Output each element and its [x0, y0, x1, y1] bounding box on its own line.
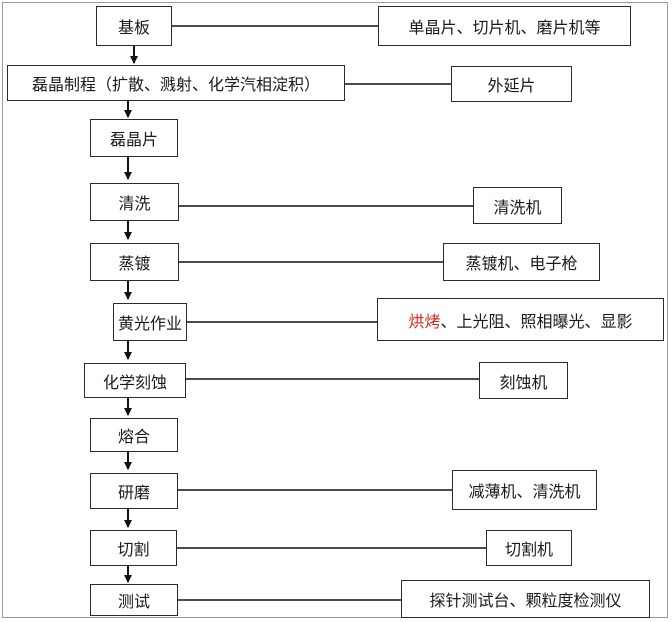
- step-label-8: 熔合: [117, 427, 150, 446]
- step-box-9: 研磨: [90, 473, 178, 509]
- step-label-10: 切割: [117, 540, 150, 559]
- equipment-box-9: 减薄机、清洗机: [452, 470, 597, 510]
- step-box-2: 磊晶制程（扩散、溅射、化学汽相淀积）: [7, 65, 345, 101]
- equipment-box-2: 外延片: [451, 66, 572, 102]
- step-box-7: 化学刻蚀: [84, 363, 186, 398]
- equipment-label-11: 探针测试台、颗粒度检测仪: [429, 591, 622, 610]
- equipment-box-11: 探针测试台、颗粒度检测仪: [401, 580, 650, 618]
- step-box-11: 测试: [90, 584, 178, 616]
- step-label-9: 研磨: [117, 483, 150, 502]
- step-label-4: 清洗: [118, 194, 151, 213]
- equipment-label-5: 蒸镀机、电子枪: [465, 254, 578, 273]
- equipment-box-10: 切割机: [486, 530, 572, 566]
- equipment-box-1: 单晶片、切片机、磨片机等: [378, 6, 631, 46]
- equipment-label-9: 减薄机、清洗机: [468, 482, 581, 501]
- step-box-10: 切割: [90, 530, 177, 566]
- equipment-label-1: 单晶片、切片机、磨片机等: [408, 18, 601, 37]
- equipment-label-4: 清洗机: [493, 197, 542, 217]
- step-box-5: 蒸镀: [90, 243, 179, 281]
- step-label-7: 化学刻蚀: [102, 372, 167, 392]
- equipment-box-4: 清洗机: [473, 187, 562, 224]
- equipment-box-5: 蒸镀机、电子枪: [443, 243, 600, 281]
- step-box-6: 黄光作业: [113, 303, 187, 341]
- equipment-label-7: 刻蚀机: [499, 372, 548, 392]
- step-label-3: 磊晶片: [109, 130, 158, 149]
- step-box-4: 清洗: [90, 183, 179, 221]
- equipment-label-6: 、上光阻、照相曝光、显影: [440, 311, 633, 331]
- step-label-6: 黄光作业: [117, 314, 182, 333]
- equipment-label-10: 切割机: [504, 540, 553, 559]
- equipment-label-2: 外延片: [487, 76, 536, 95]
- equipment-box-7: 刻蚀机: [479, 362, 568, 399]
- equipment-label-6-highlight: 烘烤: [408, 311, 441, 331]
- step-label-1: 基板: [117, 18, 150, 37]
- equipment-box-6: 烘烤、上光阻、照相曝光、显影: [377, 298, 664, 341]
- step-box-8: 熔合: [90, 418, 178, 452]
- step-box-1: 基板: [96, 6, 172, 46]
- step-label-2: 磊晶制程（扩散、溅射、化学汽相淀积）: [31, 75, 320, 94]
- step-label-11: 测试: [117, 592, 150, 611]
- step-box-3: 磊晶片: [90, 119, 178, 157]
- step-label-5: 蒸镀: [118, 254, 151, 273]
